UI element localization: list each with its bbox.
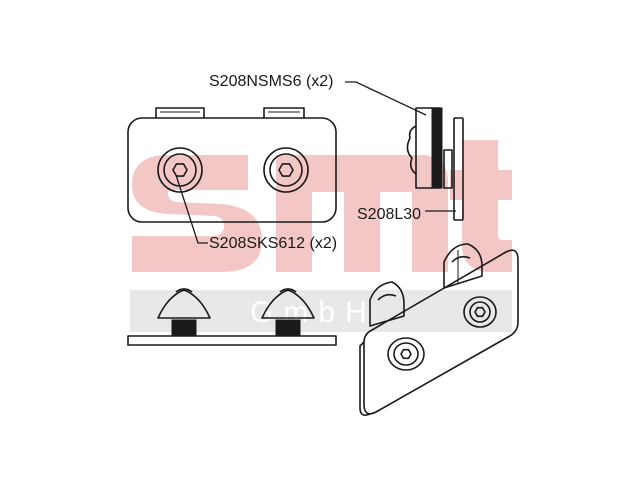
plate-edge [127,335,337,346]
watermark-letters [132,140,512,272]
plate-profile-view [127,288,337,346]
side-view [406,107,464,221]
nut-tab-left [155,107,205,118]
plate-front-view [127,107,337,223]
nut-profile-left [157,288,211,337]
screw-head-right [263,147,309,193]
callout-screw: S208SKS612 (x2) [175,174,337,252]
nut-iso-rear [443,243,483,289]
screw-head-side [431,107,443,189]
plate-iso-face [363,249,519,415]
nut-iso-front [369,281,405,327]
callout-nut: S208NSMS6 (x2) [209,73,427,116]
label-nut: S208NSMS6 (x2) [209,73,334,90]
nut-profile-right [261,288,315,337]
plate-side [453,117,464,221]
plate-outline [127,117,337,223]
label-screw: S208SKS612 (x2) [209,235,337,252]
watermark-subtext: GmbH [250,296,377,329]
callout-plate: S208L30 [357,206,456,223]
screw-head-iso-rear [463,296,497,328]
isometric-view [359,243,519,416]
label-plate: S208L30 [357,206,421,223]
nut-tab-right [263,107,305,118]
screw-head-iso-front [387,337,425,371]
